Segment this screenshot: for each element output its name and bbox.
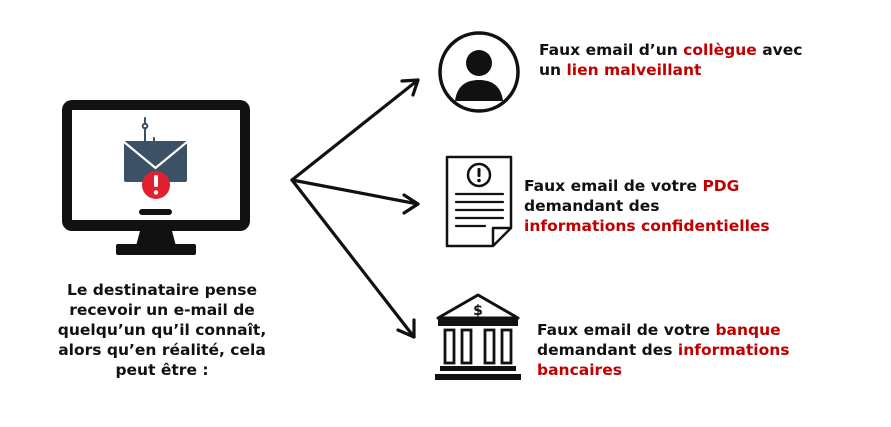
item-line: Faux email de votre banque — [537, 321, 781, 339]
item-line: informations confidentielles — [524, 217, 770, 235]
caption-line: alors qu’en réalité, cela — [58, 341, 266, 359]
svg-text:$: $ — [473, 303, 483, 319]
item-line: Faux email de votre PDG — [524, 177, 740, 195]
document-warning-icon — [445, 155, 513, 248]
item-line: bancaires — [537, 361, 622, 379]
computer-phishing-icon — [62, 100, 250, 255]
caption: Le destinataire pense recevoir un e-mail… — [28, 280, 296, 380]
envelope-icon — [123, 141, 188, 182]
alert-icon — [142, 171, 170, 199]
caption-line: quelqu’un qu’il connaît, — [57, 321, 267, 339]
item-line: demandant des — [524, 197, 660, 215]
arrow-down-icon — [290, 178, 416, 339]
bank-icon: $ — [435, 293, 521, 380]
item-text-bank: Faux email de votre banque demandant des… — [537, 320, 790, 380]
user-avatar-icon — [438, 31, 520, 113]
monitor-stand — [136, 231, 176, 246]
monitor-base — [116, 244, 196, 255]
item-line: Faux email d’un collègue avec — [539, 41, 803, 59]
arrow-right-icon — [290, 178, 420, 215]
monitor-power-button — [139, 209, 172, 215]
caption-line: recevoir un e-mail de — [69, 301, 255, 319]
caption-line: peut être : — [115, 361, 209, 379]
item-line: demandant des informations — [537, 341, 790, 359]
item-text-colleague: Faux email d’un collègue avec un lien ma… — [539, 40, 802, 80]
item-line: un lien malveillant — [539, 61, 702, 79]
caption-line: Le destinataire pense — [67, 281, 257, 299]
arrow-up-icon — [290, 78, 420, 182]
item-text-ceo: Faux email de votre PDG demandant des in… — [524, 176, 770, 236]
